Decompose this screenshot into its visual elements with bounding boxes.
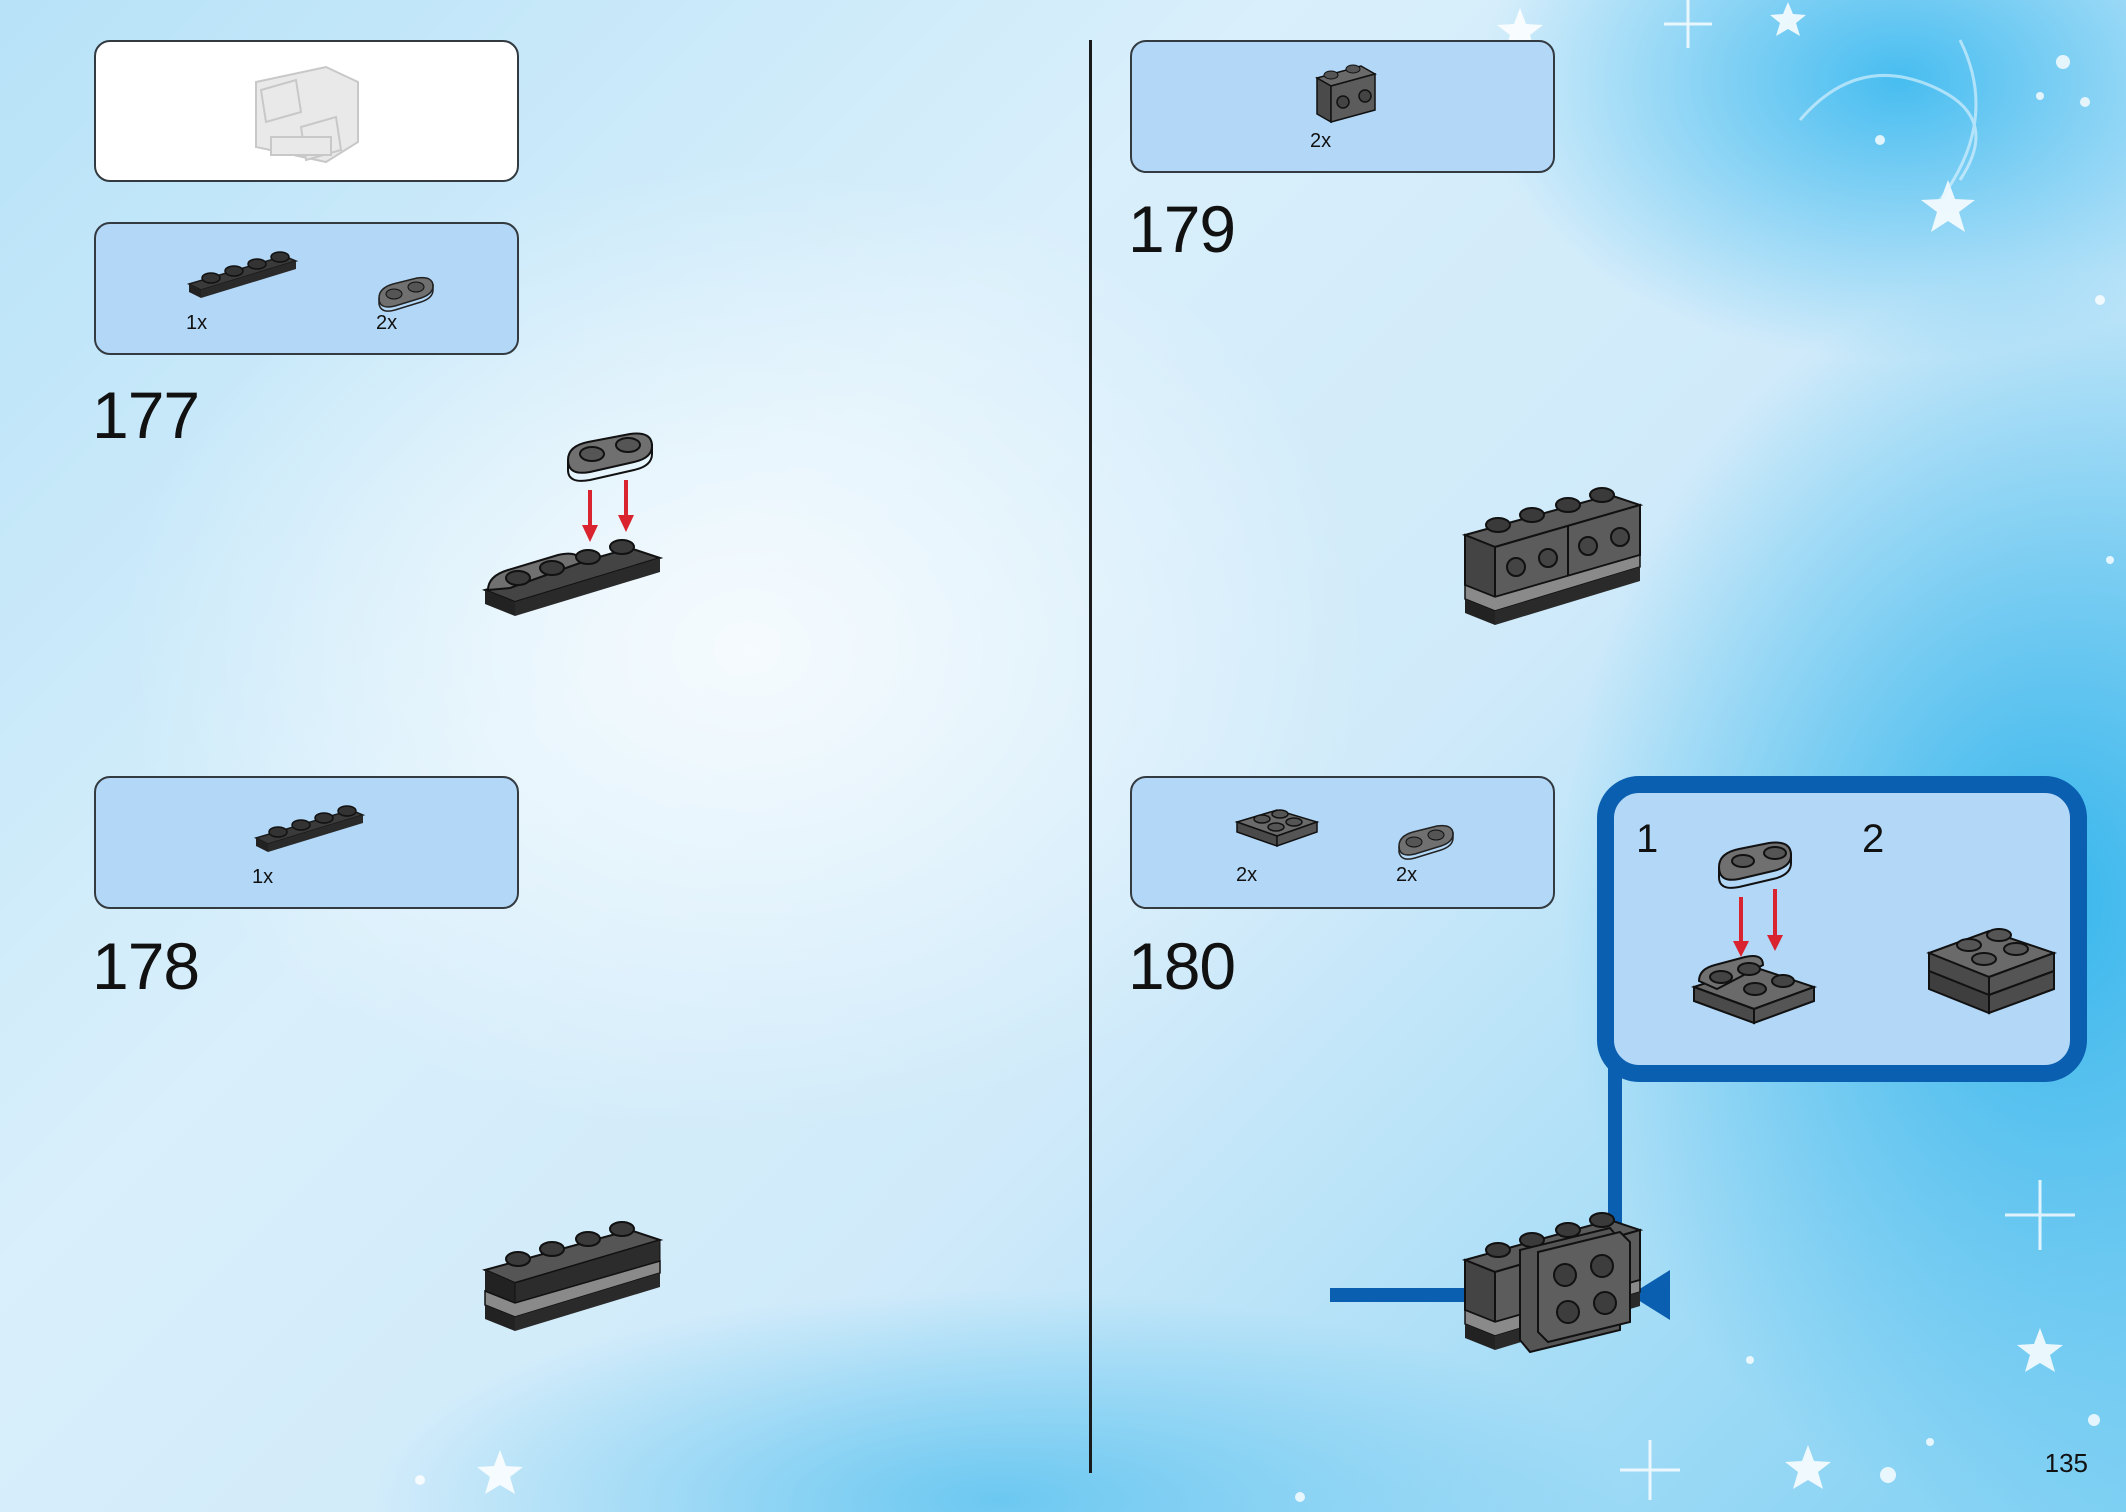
star-icon [2017,1328,2063,1372]
dark-grey-plate-1x2-rounded-icon [1398,824,1454,860]
parts-box-step-178: 1x [94,776,519,909]
quantity-label: 2x [376,312,398,334]
sparkle-icon [1664,0,1712,48]
step-180-assembly [1461,1212,1644,1354]
star-icon [1921,180,1975,232]
quantity-label: 1x [252,866,274,888]
blue-arrow-icon [1330,1060,1670,1320]
step-number: 178 [92,929,200,1003]
sparkle-icon [1620,1440,1680,1500]
substep-number: 1 [1636,817,1659,861]
quantity-label: 2x [1396,864,1418,886]
parts-box-step-180: 2x 2x [1130,776,1555,909]
step-177-assembly [481,432,664,616]
page-divider [1089,40,1092,1473]
dark-grey-brick-1x2-studs-side-icon [1315,64,1377,124]
step-number: 179 [1128,192,1236,266]
substep-2-assembly [1926,928,2057,1015]
parts-box-step-177: 1x 2x [94,222,519,355]
sub-assembly-callout: 1 2 [1597,776,2087,1082]
previous-model-box [94,40,519,182]
star-icon [1785,1445,1831,1489]
dark-grey-plate-2x2-icon [1234,809,1320,848]
faded-model-icon [255,65,359,164]
star-icon [477,1450,523,1494]
star-icon [1770,2,1806,36]
substep-1-assembly [1690,841,1818,1025]
parts-box-step-179: 2x [1130,40,1555,173]
step-number: 177 [92,378,200,452]
black-plate-1x4-icon [253,805,366,852]
sparkle-icon [2005,1180,2075,1250]
step-179-assembly [1461,487,1644,625]
black-plate-1x4-icon [186,251,299,298]
step-number: 180 [1128,929,1236,1003]
red-arrow-down-icon [582,480,634,542]
substep-number: 2 [1862,817,1885,861]
red-arrow-down-icon [1733,889,1783,957]
quantity-label: 2x [1310,130,1332,152]
step-178-assembly [482,1221,664,1331]
quantity-label: 2x [1236,864,1258,886]
quantity-label: 1x [186,312,208,334]
dark-grey-plate-1x2-rounded-icon [378,276,434,312]
page-number: 135 [2044,1448,2088,1478]
